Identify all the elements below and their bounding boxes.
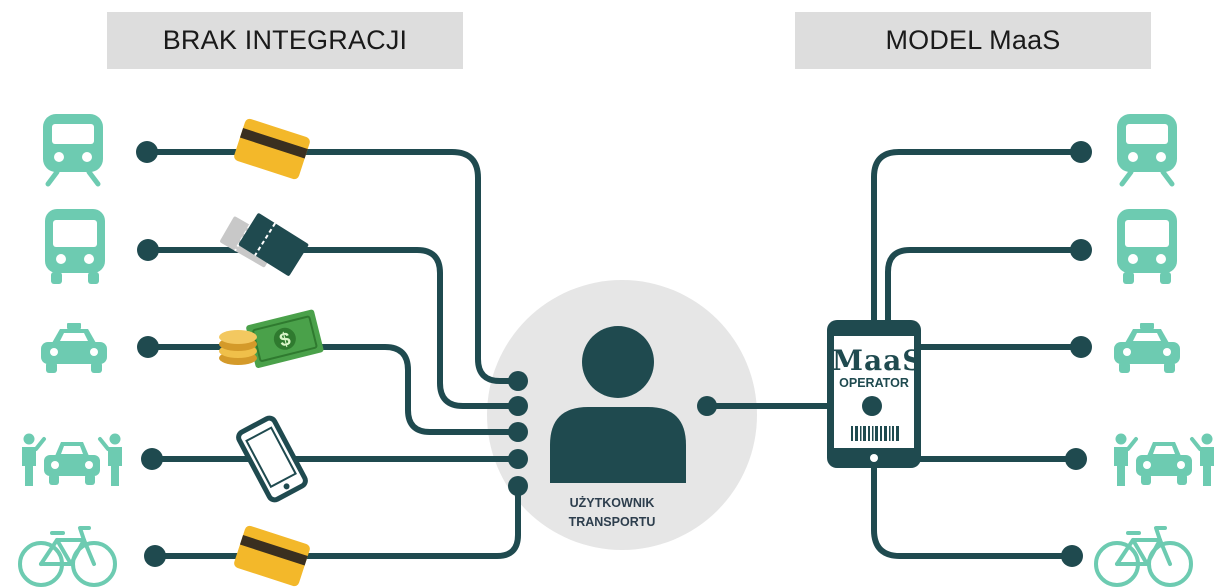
train-icon — [43, 114, 103, 184]
taxi-icon — [41, 323, 107, 373]
user-label-line1: UŻYTKOWNIK — [569, 496, 655, 510]
bicycle-icon — [18, 526, 117, 587]
left-dots — [136, 141, 528, 567]
right-dots — [697, 141, 1092, 567]
bus-icon — [45, 209, 105, 284]
smartphone-icon — [827, 320, 921, 468]
card-icon — [232, 524, 312, 588]
person-icon — [550, 326, 686, 483]
barcode-icon — [851, 426, 899, 441]
phone-icon — [236, 415, 308, 503]
maas-title: MaaS — [832, 344, 924, 377]
bicycle-icon — [1094, 526, 1193, 587]
maas-operator-label: OPERATOR — [839, 376, 909, 390]
tickets-icon — [220, 213, 309, 276]
user-label: UŻYTKOWNIK TRANSPORTU — [552, 494, 672, 532]
taxi-icon — [1114, 323, 1180, 373]
user-label-line2: TRANSPORTU — [568, 515, 656, 529]
cash-icon: $ — [219, 309, 324, 368]
card-icon — [232, 117, 312, 181]
left-connection-lines — [145, 149, 521, 559]
header-brak-integracji: BRAK INTEGRACJI — [107, 12, 463, 69]
carsharing-icon — [1112, 431, 1216, 488]
bus-icon — [1117, 209, 1177, 284]
carsharing-icon — [20, 431, 124, 488]
train-icon — [1117, 114, 1177, 184]
header-model-maas: MODEL MaaS — [795, 12, 1151, 69]
